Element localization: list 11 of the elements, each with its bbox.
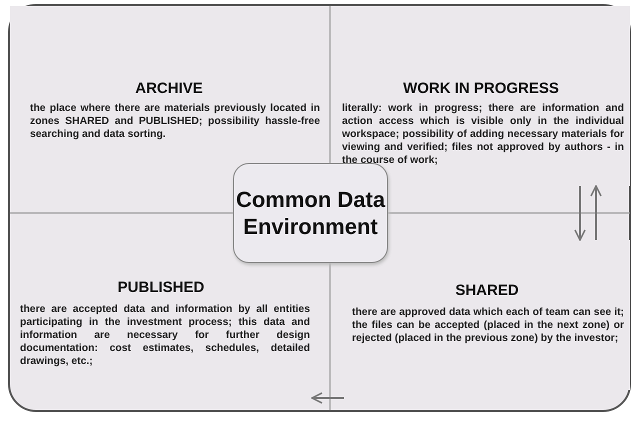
arrow: [311, 392, 344, 404]
zone-heading: ARCHIVE: [134, 80, 204, 97]
zone-heading: PUBLISHED: [116, 279, 206, 296]
arrow: [574, 186, 586, 241]
zone-description: the place where there are materials previously located in zones SHARED and PUBLISHED; possibility hassle-free searching and data sorting.: [30, 102, 320, 141]
zone-description: there are approved data which each of team can see it; the files can be accepted (placed in the next zone) or rejected (placed in the previous zone) by the investor;: [352, 306, 624, 345]
zone-heading: WORK IN PROGRESS: [402, 80, 560, 97]
zone-heading: SHARED: [454, 282, 520, 299]
arrow: [590, 185, 602, 240]
zone-description: there are accepted data and information by all entities participating in the investment process; this data and information are necessary for further design documentation: cost estimates, schedules, detailed drawings, etc.;: [20, 303, 310, 368]
center-box: Common Data Environment: [233, 163, 388, 263]
